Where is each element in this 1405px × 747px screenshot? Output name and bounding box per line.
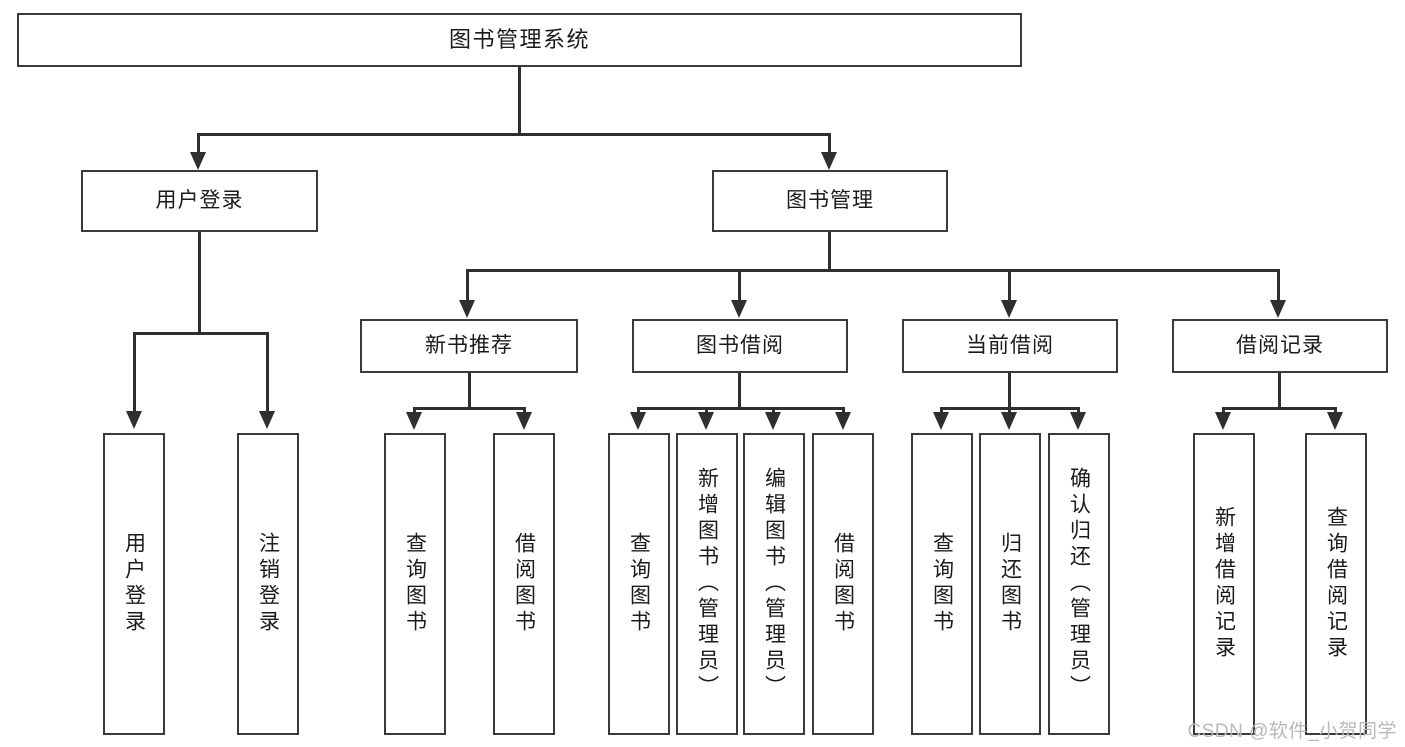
node-label: 确认归还（管理员） <box>1067 467 1091 701</box>
leaf-logout[interactable]: 注销登录 <box>237 433 299 735</box>
node-label: 新增图书（管理员） <box>695 467 719 701</box>
edge-bb-bus <box>637 407 845 410</box>
edge-bm-drop-book-borrow <box>738 269 741 303</box>
node-book-borrow[interactable]: 图书借阅 <box>632 319 848 373</box>
edge-bb-stem <box>738 373 741 410</box>
node-label: 图书管理系统 <box>448 27 590 53</box>
node-label: 查询图书 <box>930 532 954 636</box>
leaf-bb-add-book[interactable]: 新增图书（管理员） <box>676 433 738 735</box>
leaf-nbr-borrow-book[interactable]: 借阅图书 <box>493 433 555 735</box>
node-current-borrow[interactable]: 当前借阅 <box>902 319 1118 373</box>
edge-root-stem <box>518 67 521 135</box>
arrowhead-br-query-record <box>1327 412 1343 430</box>
edge-cb-stem <box>1008 373 1011 410</box>
leaf-br-add-record[interactable]: 新增借阅记录 <box>1193 433 1255 735</box>
edge-nbr-bus <box>413 407 526 410</box>
node-book-management[interactable]: 图书管理 <box>712 170 948 232</box>
node-label: 图书管理 <box>786 188 874 212</box>
leaf-cb-confirm-return[interactable]: 确认归还（管理员） <box>1048 433 1110 735</box>
node-label: 编辑图书（管理员） <box>762 467 786 701</box>
node-label: 查询借阅记录 <box>1324 506 1348 662</box>
edge-bm-drop-current-borrow <box>1008 269 1011 303</box>
node-label: 用户登录 <box>155 188 244 212</box>
arrowhead-nbr-borrow-book <box>516 412 532 430</box>
arrowhead-leaf-logout <box>259 411 275 429</box>
arrowhead-cb-confirm-return <box>1070 412 1086 430</box>
arrowhead-bb-add-book <box>698 412 714 430</box>
edge-bm-drop-borrow-record <box>1277 269 1280 303</box>
node-label: 借阅图书 <box>831 532 855 636</box>
arrowhead-new-book-recommend <box>459 300 475 318</box>
edge-user-login-bus <box>133 332 269 335</box>
edge-root-to-user-login <box>197 133 200 157</box>
node-root-book-management-system[interactable]: 图书管理系统 <box>17 13 1022 67</box>
csdn-watermark: CSDN @软件_小贺同学 <box>1187 721 1397 742</box>
arrowhead-book-borrow <box>731 300 747 318</box>
node-label: 查询图书 <box>627 532 651 636</box>
node-label: 注销登录 <box>256 532 280 636</box>
edge-root-bus <box>197 133 831 136</box>
arrowhead-cb-return-book <box>1001 412 1017 430</box>
arrowhead-current-borrow <box>1001 300 1017 318</box>
arrowhead-nbr-query-book <box>406 412 422 430</box>
node-label: 借阅图书 <box>512 532 536 636</box>
arrowhead-cb-query-book <box>933 412 949 430</box>
leaf-bb-query-book[interactable]: 查询图书 <box>608 433 670 735</box>
arrowhead-bb-edit-book <box>765 412 781 430</box>
arrowhead-leaf-user-login <box>126 411 142 429</box>
node-label: 借阅记录 <box>1236 333 1324 357</box>
node-label: 归还图书 <box>998 532 1022 636</box>
edge-br-stem <box>1278 373 1281 410</box>
edge-br-bus <box>1222 407 1337 410</box>
node-label: 用户登录 <box>122 532 146 636</box>
leaf-user-login[interactable]: 用户登录 <box>103 433 165 735</box>
edge-book-management-bus <box>466 269 1278 272</box>
edge-bm-drop-new-book <box>466 269 469 303</box>
edge-user-login-drop-2 <box>266 332 269 414</box>
leaf-nbr-query-book[interactable]: 查询图书 <box>384 433 446 735</box>
leaf-bb-borrow-book[interactable]: 借阅图书 <box>812 433 874 735</box>
node-label: 新增借阅记录 <box>1212 506 1236 662</box>
edge-book-management-stem <box>828 232 831 272</box>
leaf-cb-return-book[interactable]: 归还图书 <box>979 433 1041 735</box>
node-label: 新书推荐 <box>425 333 513 357</box>
node-borrow-record[interactable]: 借阅记录 <box>1172 319 1388 373</box>
edge-user-login-stem <box>198 232 201 335</box>
node-label: 当前借阅 <box>966 333 1054 357</box>
edge-nbr-stem <box>468 373 471 410</box>
arrowhead-user-login <box>190 152 206 170</box>
node-label: 查询图书 <box>403 532 427 636</box>
arrowhead-borrow-record <box>1270 300 1286 318</box>
arrowhead-bb-query-book <box>630 412 646 430</box>
arrowhead-book-management <box>821 152 837 170</box>
arrowhead-br-add-record <box>1215 412 1231 430</box>
node-label: 图书借阅 <box>696 333 784 357</box>
leaf-bb-edit-book[interactable]: 编辑图书（管理员） <box>743 433 805 735</box>
leaf-cb-query-book[interactable]: 查询图书 <box>911 433 973 735</box>
node-user-login[interactable]: 用户登录 <box>81 170 318 232</box>
leaf-br-query-record[interactable]: 查询借阅记录 <box>1305 433 1367 735</box>
node-new-book-recommend[interactable]: 新书推荐 <box>360 319 578 373</box>
edge-root-to-book-management <box>828 133 831 157</box>
edge-user-login-drop-1 <box>133 332 136 414</box>
arrowhead-bb-borrow-book <box>835 412 851 430</box>
